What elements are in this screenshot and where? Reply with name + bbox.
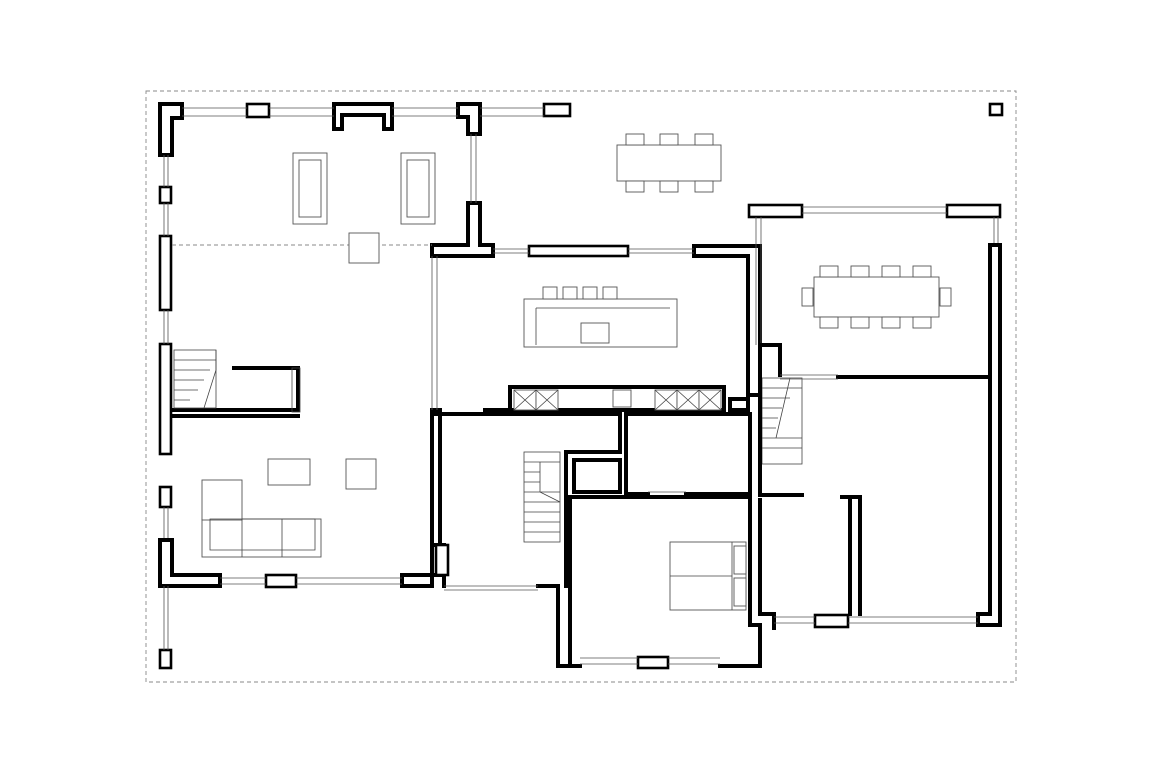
chair-t6 xyxy=(694,180,714,193)
glazing-kitchen-west xyxy=(431,256,438,410)
chair-d3 xyxy=(881,265,901,278)
pillow-1 xyxy=(733,545,747,575)
stool-1 xyxy=(542,286,558,300)
wall-corner-sw xyxy=(158,538,222,588)
chair-d7 xyxy=(881,316,901,329)
stair-east-treads xyxy=(762,377,802,449)
stair-west-rail xyxy=(291,367,301,413)
terrace-dining xyxy=(616,102,1004,193)
wall-hall-east-upper xyxy=(564,412,622,588)
kitchen xyxy=(431,244,762,412)
wall-kitchen-north-1 xyxy=(527,244,630,258)
ottoman-north xyxy=(348,232,380,264)
sectional-seats xyxy=(209,518,316,557)
glazing-hall-south xyxy=(444,585,538,591)
wall-kitchen-ne xyxy=(692,244,762,397)
sectional-sofa xyxy=(201,518,322,558)
cabinet-crosses xyxy=(513,389,722,411)
sectional-chaise xyxy=(201,479,243,521)
glazing-west-1 xyxy=(163,155,169,540)
chair-d1 xyxy=(819,265,839,278)
wall-corner-ne-west xyxy=(456,102,482,136)
glazing-bedroom-south xyxy=(580,657,720,665)
glazing-se-south xyxy=(774,616,978,624)
chair-t2 xyxy=(659,133,679,146)
wall-stair-east-top xyxy=(758,343,782,377)
wall-east-west-wing xyxy=(430,201,495,258)
glazing-east-north xyxy=(755,206,999,345)
chair-t5 xyxy=(659,180,679,193)
glazing-east-mid xyxy=(780,374,838,380)
east-wing xyxy=(747,203,1002,630)
wall-se-room xyxy=(758,495,862,630)
wall-west-pier-5 xyxy=(158,648,173,670)
chair-d9 xyxy=(801,287,814,307)
west-wing xyxy=(158,102,572,670)
bed-detail xyxy=(670,542,733,610)
wall-hall-south xyxy=(434,543,582,668)
wall-west-pier-1 xyxy=(158,185,173,205)
wall-bedroom-pier xyxy=(636,655,670,670)
stool-2 xyxy=(562,286,578,300)
side-table xyxy=(345,458,377,490)
coffee-table xyxy=(267,458,311,486)
chair-d5 xyxy=(819,316,839,329)
glazing-kitchen-north xyxy=(493,248,694,254)
glazing-north-west xyxy=(182,107,544,117)
stool-4 xyxy=(602,286,618,300)
wall-north-pier-2 xyxy=(542,102,572,118)
wall-north-pier-1 xyxy=(245,102,271,119)
glazing-south-west xyxy=(163,577,402,650)
wall-west-pier-2 xyxy=(158,234,173,312)
wall-south-pier-1 xyxy=(264,573,298,589)
wall-room-north-box xyxy=(624,412,752,496)
stool-3 xyxy=(582,286,598,300)
chair-d10 xyxy=(939,287,952,307)
wall-stair-landing xyxy=(170,366,300,418)
sofa-left-seat xyxy=(298,159,322,218)
wall-east-side xyxy=(976,243,1002,627)
cooktop xyxy=(612,389,632,408)
wall-wc xyxy=(572,458,622,494)
stair-central xyxy=(523,451,561,543)
chair-d8 xyxy=(912,316,932,329)
chair-d2 xyxy=(850,265,870,278)
chair-d6 xyxy=(850,316,870,329)
pillow-2 xyxy=(733,577,747,607)
chair-t3 xyxy=(694,133,714,146)
chimney-breast xyxy=(332,102,394,131)
island-detail xyxy=(535,307,670,345)
wall-se-pier xyxy=(813,613,850,629)
site-boundary xyxy=(145,90,1017,683)
bedroom xyxy=(568,495,762,670)
stair-west xyxy=(173,349,217,409)
wall-kitchen-se xyxy=(728,397,750,412)
living-furniture xyxy=(201,152,436,558)
chair-t4 xyxy=(625,180,645,193)
wall-east-mid xyxy=(758,343,992,497)
dining-table xyxy=(813,276,940,318)
sofa-right-seat xyxy=(406,159,430,218)
chair-t1 xyxy=(625,133,645,146)
post-ne xyxy=(988,102,1004,117)
centre-rooms xyxy=(430,412,752,668)
terrace-table xyxy=(616,144,722,182)
glazing-east-west-wing xyxy=(470,134,477,203)
chair-d4 xyxy=(912,265,932,278)
wall-bedroom xyxy=(568,495,762,668)
wall-corner-nw xyxy=(158,102,184,157)
wall-corner-se-west xyxy=(400,408,442,588)
wall-west-pier-4 xyxy=(158,485,173,509)
island-sink xyxy=(580,322,610,344)
wall-east-north-pier-1 xyxy=(747,203,804,219)
wall-west-pier-3 xyxy=(158,342,173,456)
stair-west-treads xyxy=(174,350,217,409)
stair-central-treads xyxy=(524,461,561,533)
wall-hall-pier xyxy=(434,543,450,577)
stair-east xyxy=(761,377,803,465)
wall-east-north-pier-2 xyxy=(945,203,1002,219)
